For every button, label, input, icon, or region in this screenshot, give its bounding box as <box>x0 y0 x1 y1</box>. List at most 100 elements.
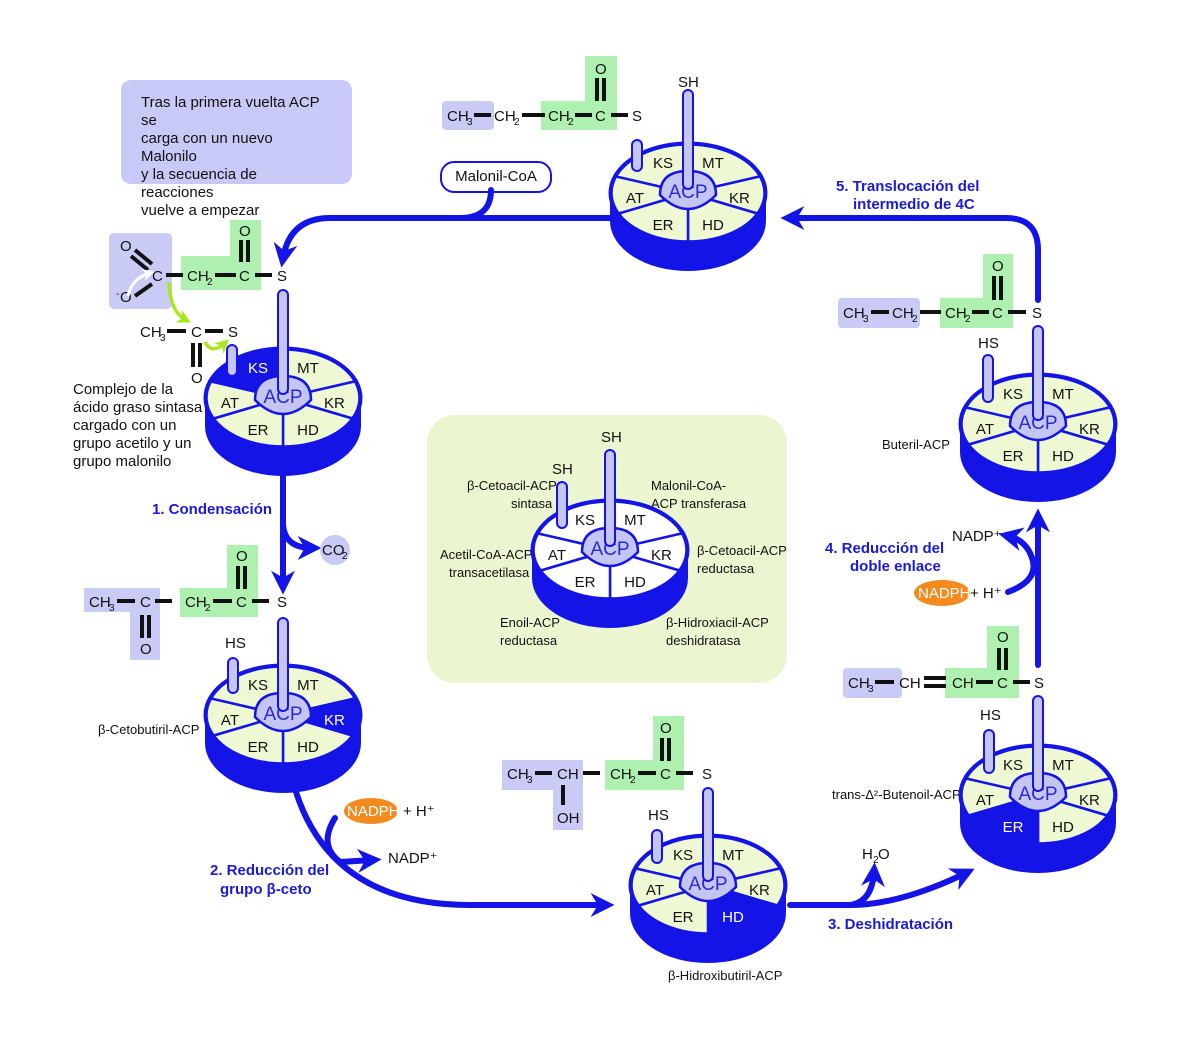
acp-label: ACP <box>590 539 629 560</box>
segment-label-er: ER <box>248 422 269 439</box>
atom: S <box>702 766 712 783</box>
atom: C <box>997 675 1008 692</box>
segment-label-hd: HD <box>1052 448 1074 465</box>
segment-hd <box>686 191 760 243</box>
sh-label: SH <box>678 74 699 91</box>
atom: O <box>997 629 1009 646</box>
atom: O <box>120 289 132 306</box>
segment-label-er: ER <box>1003 448 1024 465</box>
segment-label-at: AT <box>976 792 994 809</box>
step-2-label-line1: 2. Reducción del <box>210 862 329 879</box>
hydroxybutyryl-acp-label: β-Hidroxibutiril-ACP <box>668 968 782 983</box>
segment-er <box>211 713 285 765</box>
segment-label-er: ER <box>1003 819 1024 836</box>
atom: CH <box>447 108 469 125</box>
step-4-label-line1: 4. Reducción del <box>825 540 944 557</box>
legend-kr-line2: reductasa <box>697 561 755 576</box>
segment-label-er: ER <box>653 217 674 234</box>
h-plus-text: + H⁺ <box>970 585 1002 602</box>
segment-label-kr: KR <box>1079 421 1100 438</box>
segment-er <box>538 548 612 600</box>
h-plus-text: + H⁺ <box>403 803 435 820</box>
co2-release-arrow <box>280 522 322 560</box>
acp-arm <box>682 89 694 190</box>
segment-er <box>966 793 1040 845</box>
segment-label-hd: HD <box>624 574 646 591</box>
atom: CH <box>507 766 529 783</box>
segment-label-kr: KR <box>324 712 345 729</box>
legend-kr-line1: β-Cetoacil-ACP <box>697 543 787 558</box>
keto-reduction-arrow <box>287 767 615 917</box>
note-line: y la secuencia de reacciones <box>141 166 257 201</box>
h2o-o: O <box>878 846 890 863</box>
flow-arrows <box>271 187 1050 917</box>
atom: S <box>1032 305 1042 322</box>
atom: CH <box>848 675 870 692</box>
legend-hd-line1: β-Hidroxiacil-ACP <box>666 615 769 630</box>
atom: O <box>120 238 132 255</box>
segment-label-er: ER <box>673 909 694 926</box>
segment-label-hd: HD <box>297 739 319 756</box>
legend-ks-line2: sintasa <box>511 496 553 511</box>
segment-hd <box>608 548 682 600</box>
subscript: 2 <box>630 775 636 786</box>
ks-cysteine-arm <box>226 344 238 377</box>
segment-label-at: AT <box>976 421 994 438</box>
ks-cysteine-arm <box>631 139 643 172</box>
step-5-label-line1: 5. Translocación del <box>836 178 979 195</box>
acp-arm <box>1032 695 1044 792</box>
segment-hd <box>1036 422 1110 474</box>
subscript: 2 <box>568 117 574 128</box>
acp-label: ACP <box>668 182 707 203</box>
atom: CH <box>899 675 921 692</box>
hs-label: HS <box>225 635 246 652</box>
hs-label: HS <box>980 707 1001 724</box>
label-line: grupo malonilo <box>73 453 171 470</box>
nadph-consume-arrow-4 <box>998 527 1037 595</box>
segment-label-mt: MT <box>624 512 646 529</box>
legend-hd-line2: deshidratasa <box>666 633 741 648</box>
atom: C <box>140 594 151 611</box>
atom: O <box>239 223 251 240</box>
segment-label-hd: HD <box>297 422 319 439</box>
segment-label-kr: KR <box>729 190 750 207</box>
segment-er <box>616 191 690 243</box>
segment-label-at: AT <box>548 547 566 564</box>
atom: CH <box>892 305 914 322</box>
segment-label-ks: KS <box>1003 386 1023 403</box>
atom: O <box>191 370 203 387</box>
legend-at-line2: transacetilasa <box>449 565 530 580</box>
note-line: vuelve a empezar <box>141 202 260 219</box>
segment-label-kr: KR <box>651 547 672 564</box>
nadph-consume-arrow-2 <box>324 815 382 873</box>
electron-arrow-white <box>126 269 155 297</box>
charge: - <box>116 289 119 300</box>
electron-arrow-green <box>167 281 192 323</box>
nadph-text: NADPH <box>918 585 971 602</box>
segment-label-er: ER <box>248 739 269 756</box>
segment-label-kr: KR <box>749 882 770 899</box>
atom: O <box>660 720 672 737</box>
ks-cysteine-arm <box>983 729 995 774</box>
molecule-butyryl: CH3 CH2 CH2 C O S <box>838 254 1042 328</box>
subscript: 2 <box>205 603 211 614</box>
atom: S <box>632 108 642 125</box>
sh-label: SH <box>601 429 622 446</box>
note-line: Tras la primera vuelta ACP se <box>141 94 320 129</box>
segment-label-mt: MT <box>1052 386 1074 403</box>
segment-label-mt: MT <box>297 677 319 694</box>
ks-cysteine-arm <box>651 829 663 864</box>
segment-label-at: AT <box>221 712 239 729</box>
subscript: 3 <box>467 117 473 128</box>
segment-label-hd: HD <box>702 217 724 234</box>
acp-arm <box>277 617 289 712</box>
segment-label-mt: MT <box>702 155 724 172</box>
legend-er-line1: Enoil-ACP <box>500 615 560 630</box>
atom: CH <box>952 675 974 692</box>
nadph-badge <box>344 798 398 824</box>
